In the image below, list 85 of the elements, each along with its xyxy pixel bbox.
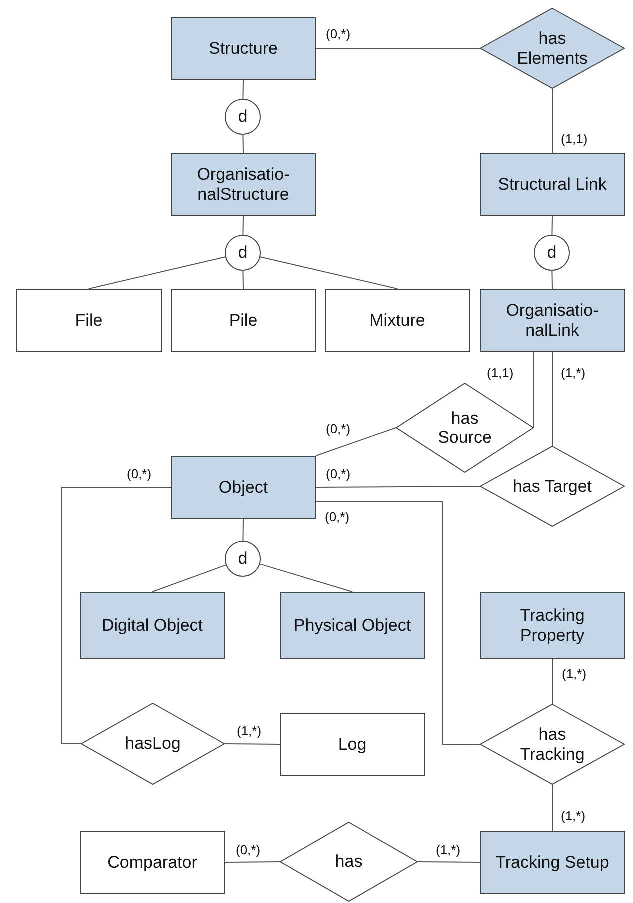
entity-name: Tracking Property <box>519 606 586 645</box>
cardinality-label: (1,1) <box>561 132 588 146</box>
disjoint-circle <box>225 235 261 271</box>
entity-box <box>171 153 316 216</box>
cardinality-label: (0,*) <box>326 28 351 40</box>
entity-name: Physical Object <box>294 616 412 636</box>
cardinality-label: (1,1) <box>487 366 514 380</box>
entity-name: Object <box>218 478 268 498</box>
entity-name: Structure <box>209 38 278 58</box>
connector-line <box>316 48 480 49</box>
entity-box <box>171 289 316 352</box>
connector-line <box>242 270 244 290</box>
connector-line <box>242 518 244 542</box>
cardinality-label: (0,*) <box>325 510 350 524</box>
connector-line <box>552 270 553 290</box>
connector-line <box>552 216 553 236</box>
cardinality-label: (0,*) <box>326 468 351 480</box>
entity-name: Pile <box>229 310 258 330</box>
entity-box <box>80 592 225 659</box>
disjoint-mark: d <box>238 107 248 127</box>
entity-name: Digital Object <box>102 616 204 636</box>
entity-box <box>480 831 625 894</box>
entity-name: Organisatio- nalStructure <box>196 165 291 204</box>
connector-line <box>316 502 480 746</box>
connector-line <box>418 862 480 863</box>
connector-line <box>552 88 553 154</box>
relationship-diamond <box>480 704 625 785</box>
disjoint-circle <box>534 235 570 271</box>
connector-line <box>224 862 280 863</box>
connector-line <box>552 352 553 446</box>
disjoint-mark: d <box>238 549 248 569</box>
entity-name: Comparator <box>108 852 198 872</box>
connector-line <box>552 784 553 832</box>
cardinality-label: (1,*) <box>561 366 586 380</box>
disjoint-mark: d <box>547 243 557 263</box>
entity-box <box>325 289 470 352</box>
entity-name: Mixture <box>370 310 426 330</box>
cardinality-label: (0,*) <box>326 422 351 436</box>
relationship-diamond <box>81 703 225 785</box>
cardinality-label: (1,*) <box>561 810 586 822</box>
connector-line <box>62 487 172 744</box>
connector-line <box>242 134 244 154</box>
entity-box <box>480 592 625 659</box>
connector-line <box>552 658 553 704</box>
connector-line <box>88 256 226 290</box>
entity-box <box>280 713 425 776</box>
relationship-diamond <box>480 8 625 89</box>
cardinality-label: (0,*) <box>127 468 152 480</box>
entity-box <box>16 289 162 352</box>
entity-box <box>280 592 425 659</box>
entity-box <box>480 289 625 352</box>
connector-line <box>260 256 398 290</box>
cardinality-label: (1,*) <box>237 724 262 738</box>
relationship-name: has Target <box>512 476 592 496</box>
relationship-name: has Tracking <box>519 725 586 764</box>
entity-name: File <box>75 310 103 330</box>
relationship-name: has Source <box>437 408 493 448</box>
relationship-diamond <box>480 446 625 527</box>
connector-line <box>224 744 280 745</box>
entity-name: Structural Link <box>498 174 607 194</box>
connector-line <box>242 216 244 236</box>
cardinality-label: (1,*) <box>436 844 461 856</box>
cardinality-label: (0,*) <box>236 844 261 856</box>
entity-name: Log <box>338 734 367 754</box>
connector-line <box>316 428 396 456</box>
connector-line <box>533 352 534 428</box>
relationship-name: hasLog <box>125 734 181 754</box>
relationship-name: has Elements <box>516 29 589 68</box>
disjoint-circle <box>225 541 261 577</box>
entity-box <box>480 153 625 216</box>
relationship-diamond <box>396 383 534 473</box>
connector-line <box>260 564 353 592</box>
relationship-name: has <box>335 852 363 872</box>
entity-name: Tracking Setup <box>496 852 610 872</box>
entity-box <box>80 831 225 894</box>
cardinality-label: (1,*) <box>562 668 587 680</box>
entity-box <box>171 456 316 519</box>
disjoint-circle <box>225 99 261 135</box>
connector-line <box>316 486 480 488</box>
entity-box <box>171 17 316 80</box>
entity-name: Organisatio- nalLink <box>505 301 600 340</box>
connector-line <box>242 80 244 100</box>
relationship-diamond <box>280 822 418 902</box>
disjoint-mark: d <box>238 243 248 263</box>
connector-line <box>152 564 227 592</box>
